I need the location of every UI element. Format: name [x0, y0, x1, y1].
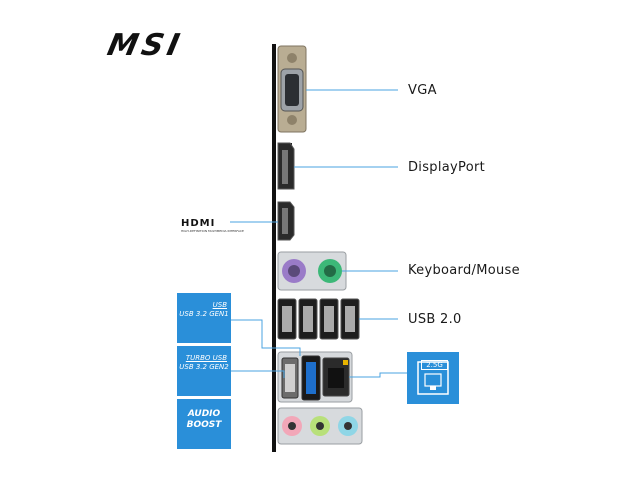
port-label-vga: VGA — [408, 83, 437, 98]
usb3-lan-stack — [277, 351, 353, 403]
vga-port — [277, 45, 307, 133]
displayport-port — [277, 142, 295, 190]
port-label-displayport: DisplayPort — [408, 160, 485, 175]
usb-gen1-badge: USB USB 3.2 GEN1 — [177, 293, 231, 343]
audio-boost-badge: AUDIO BOOST — [177, 399, 231, 449]
port-label-keyboard-mouse: Keyboard/Mouse — [408, 263, 520, 278]
usb-gen2-badge-line1: TURBO USB — [185, 354, 227, 362]
ps2-ports — [277, 251, 347, 291]
usb-gen2-badge-line2: USB 3.2 GEN2 — [179, 363, 229, 371]
audio-boost-badge-line1: AUDIO — [187, 409, 221, 419]
usb-gen1-badge-line1: USB — [212, 301, 227, 309]
usb-gen2-badge: TURBO USB USB 3.2 GEN2 — [177, 346, 231, 396]
hdmi-logo-text: HDMI — [181, 218, 216, 229]
port-label-usb2: USB 2.0 — [408, 312, 462, 327]
usb2-ports — [277, 298, 360, 340]
hdmi-logo: HDMI HIGH-DEFINITION MULTIMEDIA INTERFAC… — [181, 218, 244, 233]
audio-jacks — [277, 407, 363, 445]
hdmi-logo-subtext: HIGH-DEFINITION MULTIMEDIA INTERFACE — [181, 229, 244, 233]
usb-gen1-badge-line2: USB 3.2 GEN1 — [179, 310, 229, 318]
audio-boost-badge-line2: BOOST — [186, 420, 222, 430]
lan-speed-badge-text: 2.5G — [421, 360, 448, 370]
hdmi-port — [277, 201, 295, 241]
callout-lines — [230, 89, 407, 378]
io-shield-edge — [272, 44, 276, 452]
